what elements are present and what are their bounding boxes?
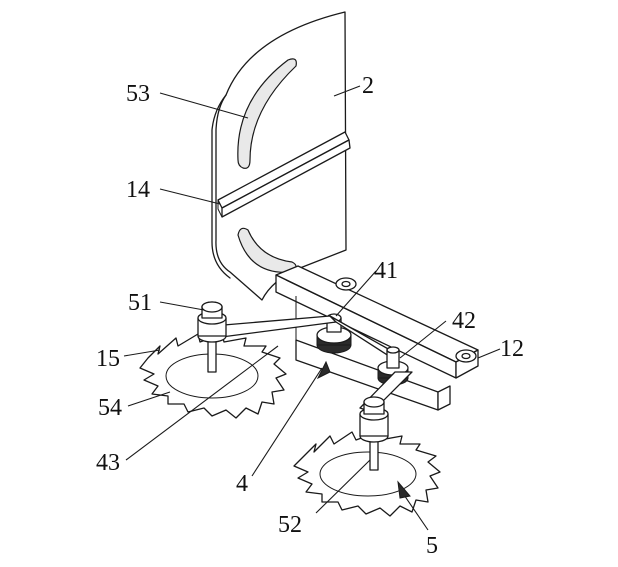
- label-42: 42: [452, 308, 476, 334]
- reference-labels: 53 2 14 41 51 42 12 15 54 43 4 52 5: [96, 73, 524, 559]
- right-saw-blade: [293, 396, 441, 517]
- label-4: 4: [236, 471, 248, 497]
- label-15: 15: [96, 346, 120, 372]
- label-5: 5: [426, 533, 438, 559]
- label-52: 52: [278, 512, 302, 538]
- horizontal-beam: [275, 265, 479, 411]
- label-51: 51: [128, 290, 152, 316]
- label-41: 41: [374, 258, 398, 284]
- left-saw-blade: [139, 301, 287, 419]
- label-43: 43: [96, 450, 120, 476]
- vertical-plate: [211, 11, 347, 301]
- label-53: 53: [126, 81, 150, 107]
- label-54: 54: [98, 395, 122, 421]
- guide-rail: [217, 131, 351, 218]
- label-2: 2: [362, 73, 374, 99]
- leader-lines: [123, 85, 501, 531]
- label-14: 14: [126, 177, 150, 203]
- label-12: 12: [500, 336, 524, 362]
